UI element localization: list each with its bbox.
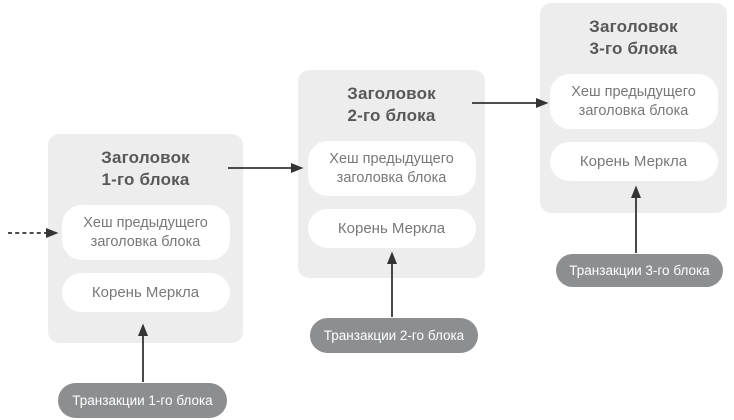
block-2-title-line2: 2-го блока bbox=[347, 106, 436, 125]
block-2-prev-hash-line1: Хеш предыдущего bbox=[329, 150, 454, 167]
block-2-title: Заголовок 2-го блока bbox=[298, 83, 485, 127]
block-1-title-line2: 1-го блока bbox=[101, 170, 190, 189]
block-2-merkle-root-box: Корень Меркла bbox=[307, 209, 476, 248]
transactions-pill-3: Транзакции 3-го блока bbox=[556, 254, 723, 287]
block-1-prev-hash-line1: Хеш предыдущего bbox=[83, 214, 208, 231]
block-2-prev-hash-box: Хеш предыдущего заголовка блока bbox=[307, 141, 476, 196]
block-3-prev-hash-box: Хеш предыдущего заголовка блока bbox=[549, 74, 718, 129]
block-2: Заголовок 2-го блока Хеш предыдущего заг… bbox=[298, 70, 485, 278]
block-3-title-line2: 3-го блока bbox=[589, 39, 678, 58]
transactions-pill-2: Транзакции 2-го блока bbox=[310, 318, 478, 353]
block-3: Заголовок 3-го блока Хеш предыдущего заг… bbox=[540, 3, 727, 213]
block-3-merkle-root-box: Корень Меркла bbox=[549, 142, 718, 181]
block-1-prev-hash-line2: заголовка блока bbox=[90, 233, 201, 250]
block-1-title: Заголовок 1-го блока bbox=[48, 147, 243, 191]
block-3-title-line1: Заголовок bbox=[589, 17, 678, 36]
block-3-title: Заголовок 3-го блока bbox=[540, 16, 727, 60]
block-1: Заголовок 1-го блока Хеш предыдущего заг… bbox=[48, 134, 243, 343]
block-1-merkle-root-box: Корень Меркла bbox=[61, 273, 230, 312]
block-2-title-line1: Заголовок bbox=[347, 84, 436, 103]
block-1-title-line1: Заголовок bbox=[101, 148, 190, 167]
block-2-prev-hash-line2: заголовка блока bbox=[336, 169, 447, 186]
block-3-prev-hash-line1: Хеш предыдущего bbox=[571, 83, 696, 100]
block-1-prev-hash-box: Хеш предыдущего заголовка блока bbox=[61, 205, 230, 260]
block-3-prev-hash-line2: заголовка блока bbox=[578, 102, 689, 119]
transactions-pill-1: Транзакции 1-го блока bbox=[58, 383, 227, 418]
